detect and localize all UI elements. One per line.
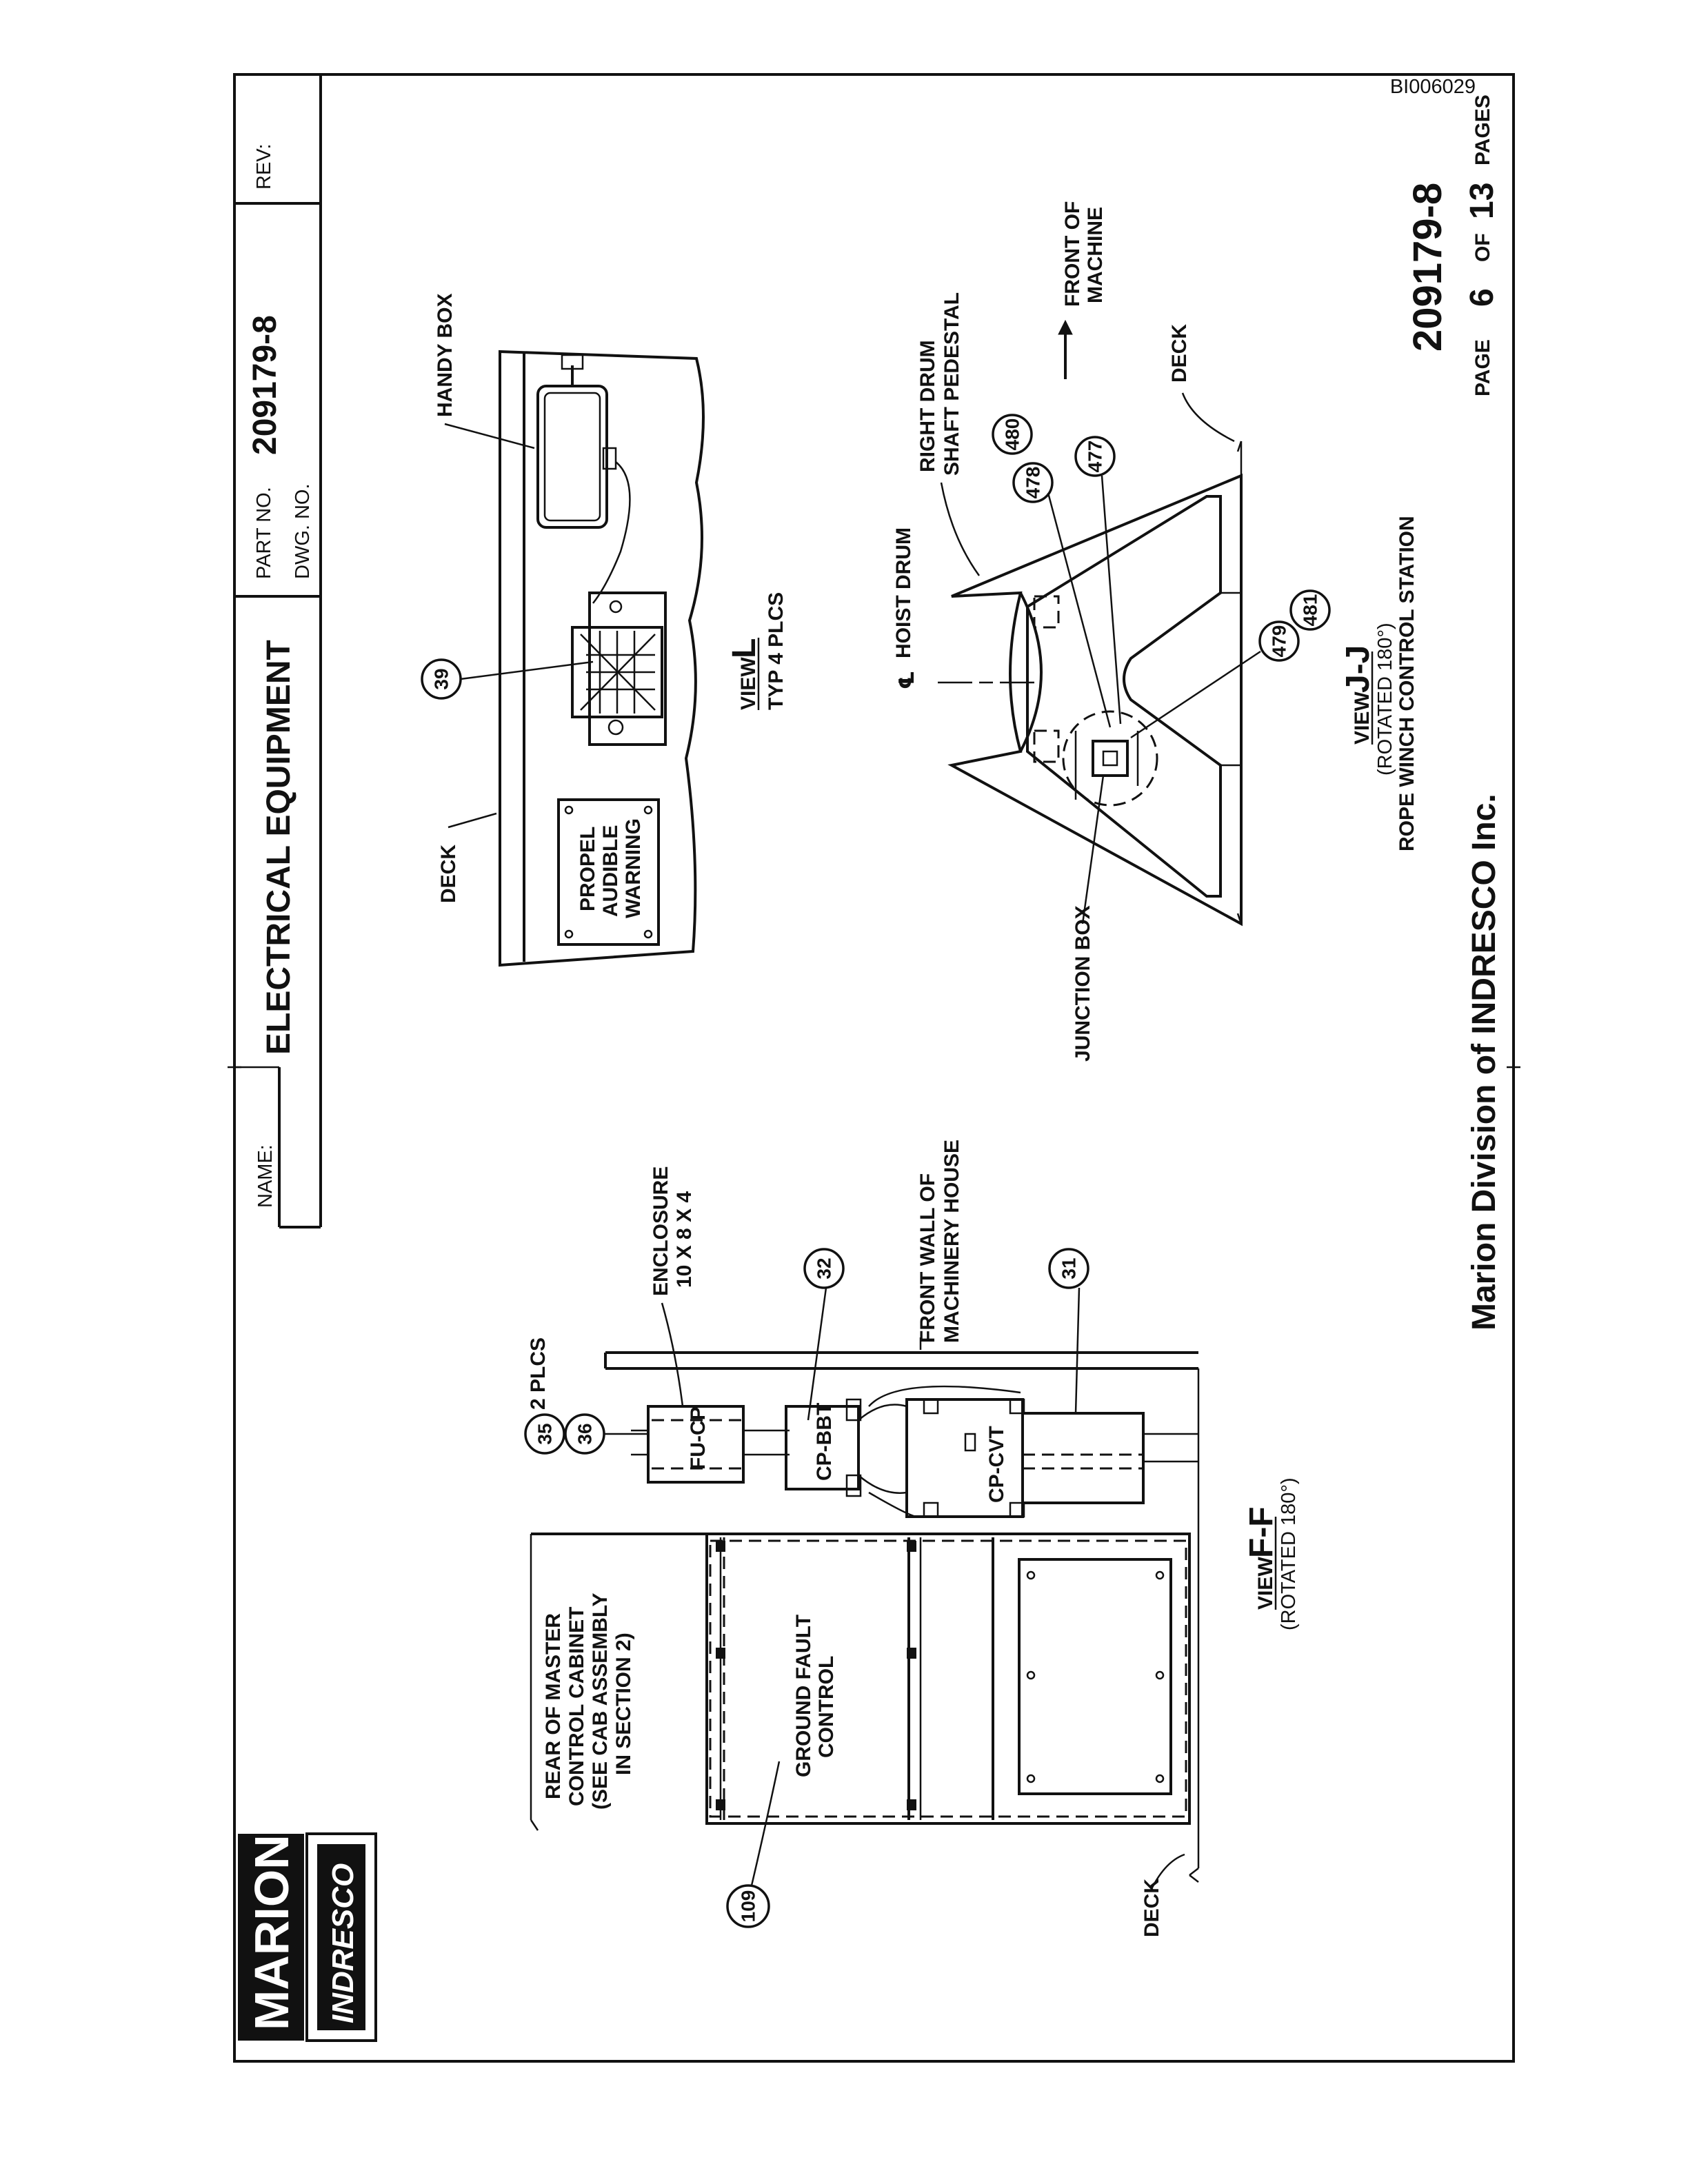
rear-cabinet-label-4: IN SECTION 2) [612, 1632, 635, 1775]
of-label: OF [1471, 233, 1494, 262]
ground-fault-label-1: GROUND FAULT [792, 1615, 815, 1777]
page-label: PAGE [1471, 339, 1494, 396]
svg-text:31: 31 [1058, 1257, 1080, 1279]
rear-cabinet-label-2: CONTROL CABINET [565, 1607, 588, 1806]
pages-label: PAGES [1471, 94, 1494, 165]
sheet-border [233, 73, 1515, 2063]
view-jj-letter: J-J [1340, 645, 1376, 693]
ground-fault-label-2: CONTROL [815, 1656, 838, 1758]
view-ff-letter: F-F [1243, 1506, 1280, 1558]
svg-text:35: 35 [534, 1423, 556, 1444]
view-ff: FU-CP CP-BBT CP-CVT 35 36 2 PLCS [524, 1140, 1300, 1937]
handy-box-label: HANDY BOX [434, 294, 456, 417]
view-jj-rotated: (ROTATED 180°) [1374, 623, 1396, 776]
fu-cp-label: FU-CP [687, 1406, 710, 1470]
cp-cvt-label: CP-CVT [985, 1426, 1008, 1503]
rev-label: REV: [253, 143, 275, 190]
hoist-drum-cl: ℄ [896, 671, 918, 689]
hoist-drum-label: HOIST DRUM [892, 527, 915, 658]
title-block: NAME: ELECTRICAL EQUIPMENT PART NO. 2091… [233, 74, 322, 1228]
footer: Marion Division of INDRESCO Inc. 209179-… [1405, 94, 1503, 1331]
balloon-477 [1074, 436, 1116, 477]
page-total: 13 [1464, 183, 1500, 219]
balloon-479 [1258, 620, 1300, 662]
balloon-478 [1012, 462, 1054, 503]
part-no-value: 209179-8 [247, 315, 283, 455]
view-jj-subtitle: ROPE WINCH CONTROL STATION [1396, 516, 1418, 851]
part-no-label: PART NO. [253, 487, 275, 579]
plcs-label: 2 PLCS [527, 1337, 550, 1410]
view-l-letter: L [726, 638, 763, 658]
warning-line-2: AUDIBLE [599, 825, 622, 917]
svg-text:MARION: MARION [245, 1834, 299, 2030]
balloon-109 [726, 1884, 770, 1928]
junction-box-circle [1062, 710, 1158, 807]
company-name: Marion Division of INDRESCO Inc. [1466, 793, 1503, 1331]
cp-bbt-box [785, 1405, 860, 1490]
view-l-title: VIEW [737, 657, 760, 710]
svg-text:478: 478 [1023, 467, 1044, 499]
svg-text:32: 32 [814, 1257, 835, 1279]
pedestal-outline [947, 474, 1243, 927]
view-l: PROPEL AUDIBLE WARNING HANDY BOX DECK 39… [421, 294, 787, 967]
svg-text:479: 479 [1269, 625, 1290, 658]
propel-horn [571, 592, 667, 746]
svg-text:477: 477 [1085, 441, 1106, 473]
rear-cabinet-label-1: REAR OF MASTER [542, 1613, 565, 1799]
dwg-no-label: DWG. NO. [292, 483, 314, 579]
pedestal-label-2: SHAFT PEDESTAL [941, 292, 963, 476]
junction-box-label: JUNCTION BOX [1072, 905, 1094, 1062]
drawing-number: 209179-8 [1405, 183, 1450, 352]
name-label: NAME: [254, 1144, 277, 1208]
doc-id: BI006029 [1390, 76, 1476, 98]
front-of-machine-2: MACHINE [1084, 207, 1107, 303]
page-number: 6 [1464, 288, 1500, 307]
master-control-cabinet [705, 1533, 1191, 1825]
svg-text:480: 480 [1002, 418, 1023, 451]
svg-text:109: 109 [738, 1890, 759, 1923]
balloon-32 [803, 1248, 845, 1289]
pedestal-label-1: RIGHT DRUM [916, 340, 939, 472]
balloon-31 [1048, 1248, 1089, 1289]
view-l-subtitle: TYP 4 PLCS [765, 592, 787, 710]
balloon-481 [1289, 589, 1331, 631]
balloon-480 [992, 414, 1033, 455]
view-ff-title: VIEW [1254, 1557, 1277, 1610]
svg-text:INDRESCO: INDRESCO [326, 1863, 360, 2023]
enclosure-label-2: 10 X 8 X 4 [673, 1191, 696, 1288]
view-l-panel [499, 350, 705, 967]
enclosure-label-1: ENCLOSURE [650, 1166, 672, 1296]
rear-cabinet-label-3: (SEE CAB ASSEMBLY [589, 1593, 612, 1810]
view-jj-deck-label: DECK [1168, 324, 1191, 383]
svg-text:39: 39 [431, 668, 452, 689]
warning-line-1: PROPEL [576, 827, 599, 911]
svg-text:481: 481 [1300, 594, 1321, 627]
front-of-machine-1: FRONT OF [1061, 201, 1084, 307]
handy-box [536, 385, 608, 529]
fu-cp-enclosure [647, 1405, 745, 1484]
warning-line-3: WARNING [622, 818, 645, 918]
view-jj-title: VIEW [1351, 691, 1374, 745]
balloon-35 [524, 1413, 565, 1455]
marion-indresco-logo: MARION INDRESCO [238, 1832, 377, 2042]
cp-bbt-label: CP-BBT [813, 1403, 836, 1481]
junction-box [1092, 740, 1129, 777]
view-jj: ℄ HOIST DRUM RIGHT DRUM SHAFT PEDESTAL F… [892, 201, 1418, 1062]
warning-plate [557, 798, 660, 946]
svg-text:36: 36 [574, 1423, 596, 1444]
front-wall-label-1: FRONT WALL OF [916, 1173, 939, 1343]
view-l-deck-label: DECK [437, 845, 460, 903]
front-wall-label-2: MACHINERY HOUSE [941, 1140, 963, 1343]
view-ff-rotated: (ROTATED 180°) [1278, 1477, 1300, 1630]
drawing-name: ELECTRICAL EQUIPMENT [261, 640, 297, 1055]
